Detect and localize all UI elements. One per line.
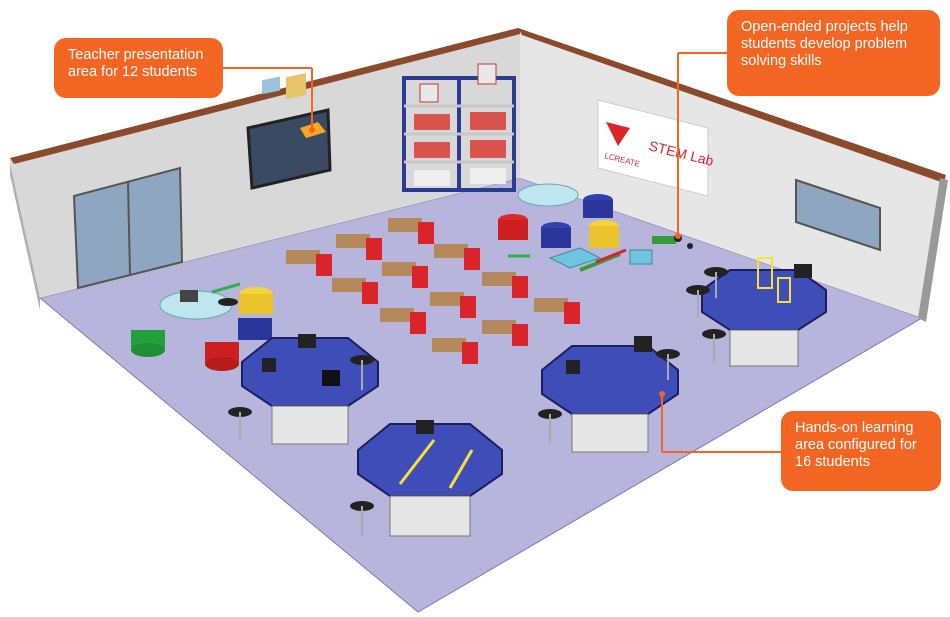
round-tables: [159, 183, 579, 320]
callout-line: Hands-on learning: [795, 420, 914, 436]
back-wall: [520, 30, 945, 318]
callout-line: Open-ended projects help: [741, 19, 908, 35]
callout-line: 16 students: [795, 454, 870, 470]
hands-on-tables: [241, 257, 827, 537]
back-wall-end: [918, 178, 948, 322]
soft-seating: [131, 194, 619, 371]
callout-line: Teacher presentation: [68, 47, 204, 63]
callout-hands-on-area: Hands-on learning area configured for 16…: [781, 411, 941, 491]
left-wall-edge: [10, 164, 40, 310]
callout-line: students develop problem: [741, 36, 908, 52]
storage-shelves: [402, 63, 516, 192]
left-wall-cap: [10, 28, 524, 164]
back-wall-cap: [518, 28, 946, 183]
stem-lab-sign: LCREATE STEM Lab: [597, 99, 716, 197]
callout-open-ended-projects: Open-ended projects help students develo…: [727, 10, 940, 96]
student-desks: [286, 218, 580, 364]
callout-teacher-area: Teacher presentation area for 12 student…: [54, 38, 223, 98]
callout-line: solving skills: [741, 53, 822, 69]
callout-line: area configured for: [795, 437, 917, 453]
window: [795, 178, 881, 252]
lab-stools: [218, 267, 728, 536]
callout-leaders: [222, 52, 782, 453]
project-builds: [211, 234, 693, 294]
callout-line: area for 12 students: [68, 64, 197, 80]
